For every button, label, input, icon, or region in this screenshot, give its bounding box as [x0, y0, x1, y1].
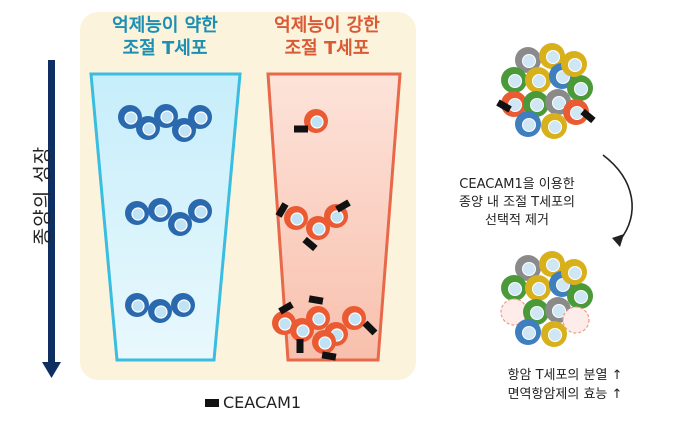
tumor-cell [539, 43, 565, 69]
strong-treg-cell [306, 306, 330, 330]
result-line2: 면역항암제의 효능 ↑ [507, 387, 623, 402]
tumor-cell [523, 91, 549, 117]
weak-treg-header: 억제능이 약한 조절 T세포 [92, 14, 238, 60]
weak-treg-cell [168, 212, 192, 236]
strong-treg-header: 억제능이 강한 조절 T세포 [252, 14, 402, 60]
tumor-cell [567, 75, 593, 101]
weak-treg-cell [125, 293, 149, 317]
ceacam1-marker [496, 99, 512, 113]
tumor-cell [515, 111, 541, 137]
tumor-cell [501, 275, 527, 301]
weak-treg-cell [125, 201, 149, 225]
tumor-cell [525, 275, 551, 301]
strong-treg-cell [306, 216, 330, 240]
weak-treg-cell [188, 199, 212, 223]
removed-treg-cell [562, 306, 590, 334]
ceacam1-marker [321, 351, 337, 361]
axis-label: 종양의 성장 [31, 145, 54, 246]
weak-treg-header-line1: 억제능이 약한 [112, 15, 218, 36]
ceacam1-marker [362, 320, 378, 336]
tumor-cell [561, 259, 587, 285]
weak-treg-header-line2: 조절 T세포 [122, 38, 208, 59]
weak-treg-cell [118, 105, 142, 129]
ceacam1-marker [302, 236, 318, 252]
strong-treg-cell [312, 330, 336, 354]
process-line2: 종양 내 조절 T세포의 [458, 195, 576, 210]
weak-treg-cell [154, 104, 178, 128]
ceacam1-marker [278, 301, 294, 315]
weak-treg-cell [136, 116, 160, 140]
tumor-cell [567, 283, 593, 309]
weak-treg-cells [118, 104, 212, 323]
result-description: 항암 T세포의 분열 ↑ 면역항암제의 효능 ↑ [470, 366, 660, 404]
process-description: CEACAM1을 이용한 종양 내 조절 T세포의 선택적 제거 [432, 176, 602, 230]
ceacam1-marker [275, 202, 289, 218]
strong-treg-header-line2: 조절 T세포 [284, 38, 370, 59]
ceacam1-marker [296, 339, 304, 353]
strong-treg-header-line1: 억제능이 강한 [274, 15, 380, 36]
weak-treg-cell [171, 293, 195, 317]
tumor-growth-arrow [42, 60, 61, 378]
strong-treg-cell [342, 306, 366, 330]
tumor-cell [525, 67, 551, 93]
tumor-cell [515, 47, 541, 73]
strong-treg-cell [284, 206, 308, 230]
ceacam1-marker [335, 199, 351, 213]
tumor-cluster-after [500, 251, 593, 347]
strong-treg-cell [272, 311, 296, 335]
ceacam1-marker [294, 125, 308, 133]
tumor-cell [515, 255, 541, 281]
process-line1: CEACAM1을 이용한 [459, 177, 575, 192]
process-arrow [602, 154, 633, 247]
result-line1: 항암 T세포의 분열 ↑ [507, 368, 623, 383]
treg-cell [563, 99, 589, 125]
process-line3: 선택적 제거 [485, 213, 549, 228]
ceacam1-marker [308, 295, 324, 305]
weak-treg-cell [172, 118, 196, 142]
ceacam1-marker [580, 108, 596, 124]
tumor-cell [501, 67, 527, 93]
ceacam1-marker-icon [205, 398, 219, 407]
legend-label: CEACAM1 [223, 393, 302, 412]
tumor-cell [541, 113, 567, 139]
tumor-cell [561, 51, 587, 77]
tumor-cluster-before [496, 43, 596, 139]
weak-treg-cell [148, 198, 172, 222]
strong-treg-cell [304, 109, 328, 133]
tumor-cell [515, 319, 541, 345]
strong-treg-cells [272, 109, 378, 361]
tumor-cell [541, 321, 567, 347]
tumor-cell [523, 299, 549, 325]
legend: CEACAM1 [205, 393, 301, 412]
tumor-cell [539, 251, 565, 277]
weak-treg-cell [188, 105, 212, 129]
weak-treg-cell [148, 299, 172, 323]
